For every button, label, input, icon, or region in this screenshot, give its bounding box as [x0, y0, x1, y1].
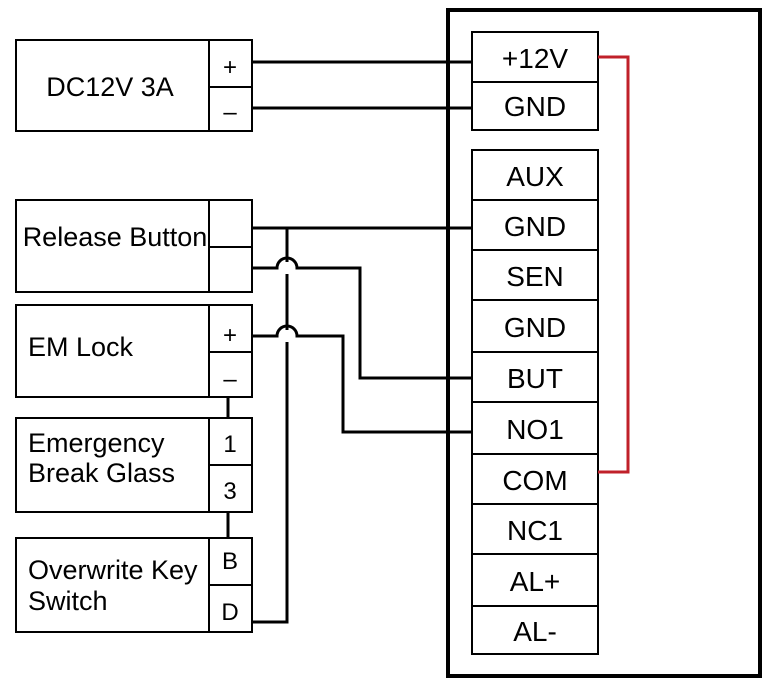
terminal-com-label: COM: [502, 465, 567, 496]
power-supply-pin-plus: +: [223, 54, 237, 81]
terminal-12v: [471, 31, 599, 83]
em-lock-label: EM Lock: [28, 332, 134, 362]
terminal-gnd-2-label: GND: [504, 312, 566, 343]
break-glass-device: Emergency Break Glass 1 3: [15, 417, 253, 513]
power-supply-pin-minus: –: [223, 99, 237, 126]
terminal-gnd-1-label: GND: [504, 211, 566, 242]
key-switch-label-line1: Overwrite Key: [28, 555, 198, 585]
key-switch-pin-b: B: [222, 548, 238, 575]
terminal-nc1-label: NC1: [507, 515, 563, 546]
terminal-sen: [471, 249, 599, 301]
release-button-device: Release Button: [15, 199, 253, 293]
break-glass-label-line1: Emergency: [28, 428, 165, 458]
break-glass-pin-3: 3: [223, 478, 236, 505]
wires: [226, 60, 472, 624]
em-lock-pin-minus: –: [223, 366, 237, 393]
terminal-power-gnd-label: GND: [504, 91, 566, 122]
terminal-sen-label: SEN: [506, 261, 564, 292]
key-switch-device: Overwrite Key Switch B D: [15, 537, 253, 633]
power-supply-label: DC12V 3A: [46, 72, 174, 102]
release-button-label: Release Button: [23, 222, 208, 252]
key-switch-label-line2: Switch: [28, 586, 108, 616]
terminal-nc1: [471, 503, 599, 555]
wire-release-to-but: [252, 256, 472, 380]
terminal-com: [471, 453, 599, 505]
terminal-12v-label: +12V: [502, 43, 568, 74]
em-lock-device: EM Lock + –: [15, 304, 253, 398]
jumper-wire-12v-com: [598, 55, 630, 474]
power-supply: DC12V 3A + –: [15, 39, 253, 132]
break-glass-pin-1: 1: [223, 431, 236, 458]
terminal-al-minus-label: AL-: [513, 616, 557, 647]
terminal-al-minus: [471, 605, 599, 655]
terminal-al-plus: [471, 553, 599, 607]
terminal-no1-label: NO1: [506, 414, 564, 445]
wire-gnd-to-key-switch: [252, 228, 289, 624]
break-glass-label-line2: Break Glass: [28, 458, 175, 488]
key-switch-pin-d: D: [221, 599, 238, 626]
terminal-power-gnd: [471, 81, 599, 131]
terminal-al-plus-label: AL+: [510, 566, 561, 597]
wire-emlock-to-no1: [252, 324, 472, 434]
em-lock-pin-plus: +: [223, 322, 237, 349]
power-terminal-block: +12V GND: [471, 31, 599, 131]
power-supply-box: [15, 39, 253, 132]
main-terminal-block: AUX GND SEN GND BUT NO1 COM NC1 AL+ AL-: [471, 149, 599, 655]
terminal-aux: [471, 149, 599, 201]
terminal-but-label: BUT: [507, 363, 563, 394]
terminal-aux-label: AUX: [506, 161, 564, 192]
